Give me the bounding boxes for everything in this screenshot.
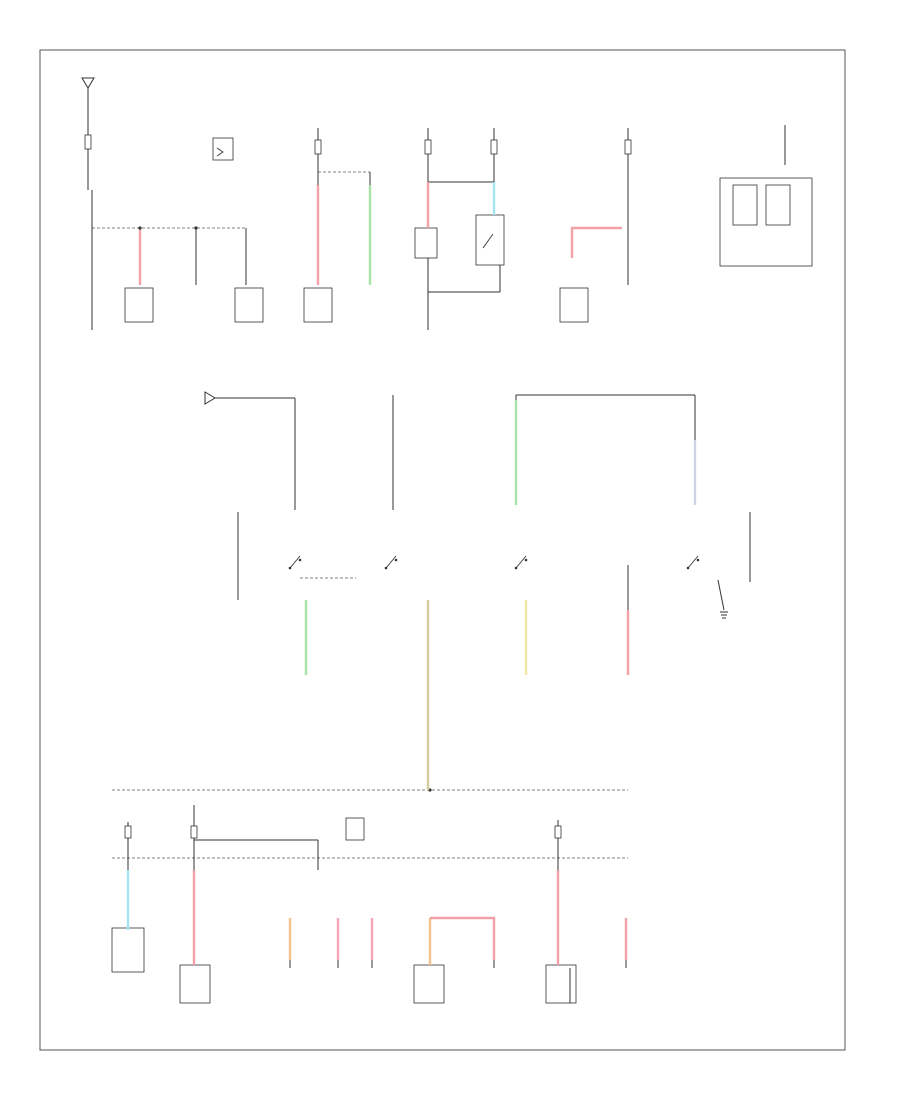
wire-red-18 bbox=[430, 916, 496, 960]
connector-symbol bbox=[204, 391, 216, 405]
top-center-left-feed bbox=[303, 128, 371, 323]
switch-row bbox=[288, 555, 728, 619]
diagram-frame bbox=[39, 49, 846, 1051]
wire-red-5 bbox=[570, 226, 622, 258]
bottom-components bbox=[111, 927, 627, 1004]
colored-wires bbox=[126, 182, 697, 965]
component-box bbox=[234, 287, 264, 323]
top-left-feed bbox=[81, 77, 264, 330]
relay-switch bbox=[475, 214, 505, 266]
relay-symbol bbox=[212, 137, 234, 161]
bottom-feeds bbox=[124, 805, 562, 870]
component-box bbox=[124, 287, 154, 323]
top-right-feed bbox=[559, 128, 632, 323]
power-source-symbol bbox=[81, 77, 95, 89]
inset-box bbox=[719, 125, 813, 267]
relay-coil bbox=[414, 227, 438, 259]
top-center-relay bbox=[414, 128, 505, 330]
fuse bbox=[84, 134, 92, 150]
middle-distribution bbox=[204, 391, 751, 600]
